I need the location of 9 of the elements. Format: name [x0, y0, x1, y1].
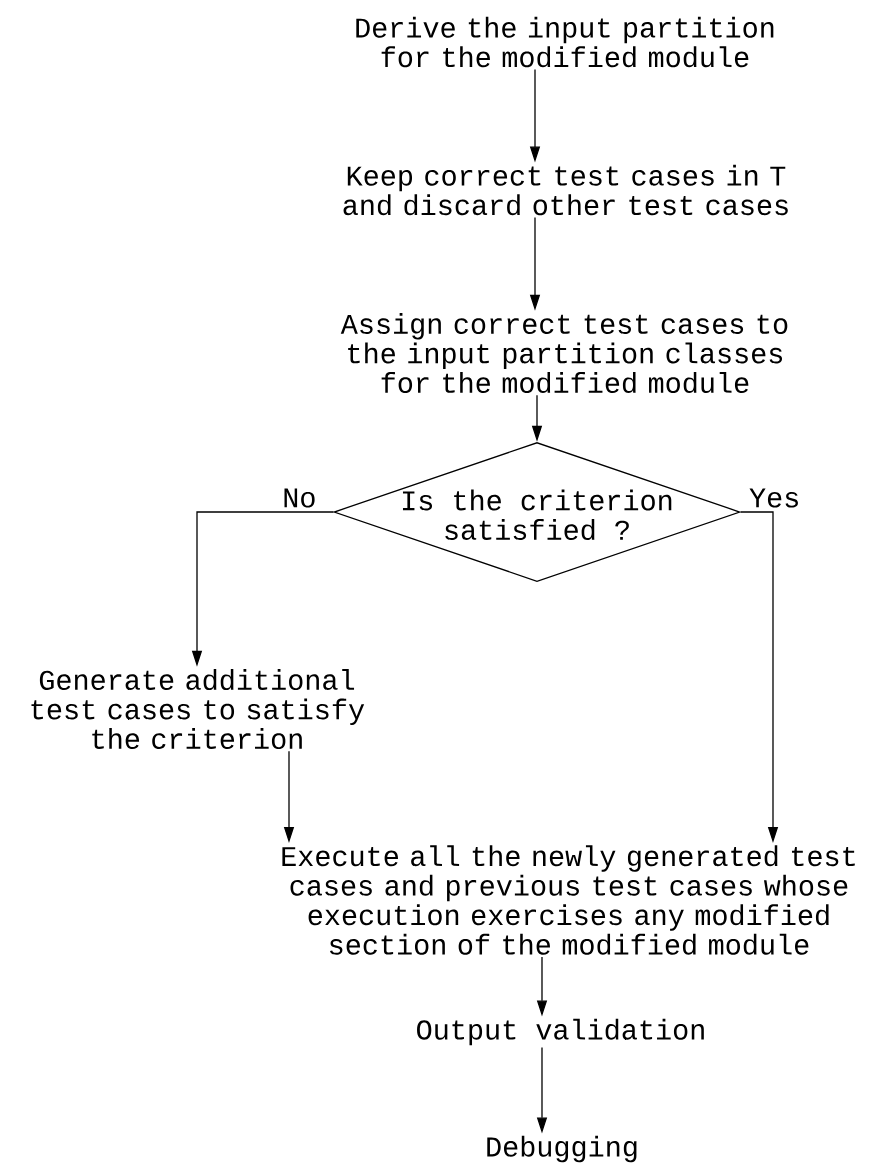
step-text: Derive the input partition for the modified module	[356, 16, 774, 68]
step-text: Debugging	[487, 1135, 637, 1163]
step-text: Execute all the newly generated test cases and previous test cases whose execution exercises any modified section of the modified module	[282, 845, 855, 955]
step-text: Output validation	[417, 1018, 704, 1046]
edge-label: Yes	[748, 487, 802, 509]
step-text: Keep correct test cases in T and discard other test cases	[343, 164, 788, 216]
edge-label: No	[281, 487, 318, 509]
step-text: Generate additional test cases to satisfy the criterion	[31, 669, 365, 749]
step-text: Assign correct test cases to the input partition classes for the modified module	[340, 313, 788, 393]
